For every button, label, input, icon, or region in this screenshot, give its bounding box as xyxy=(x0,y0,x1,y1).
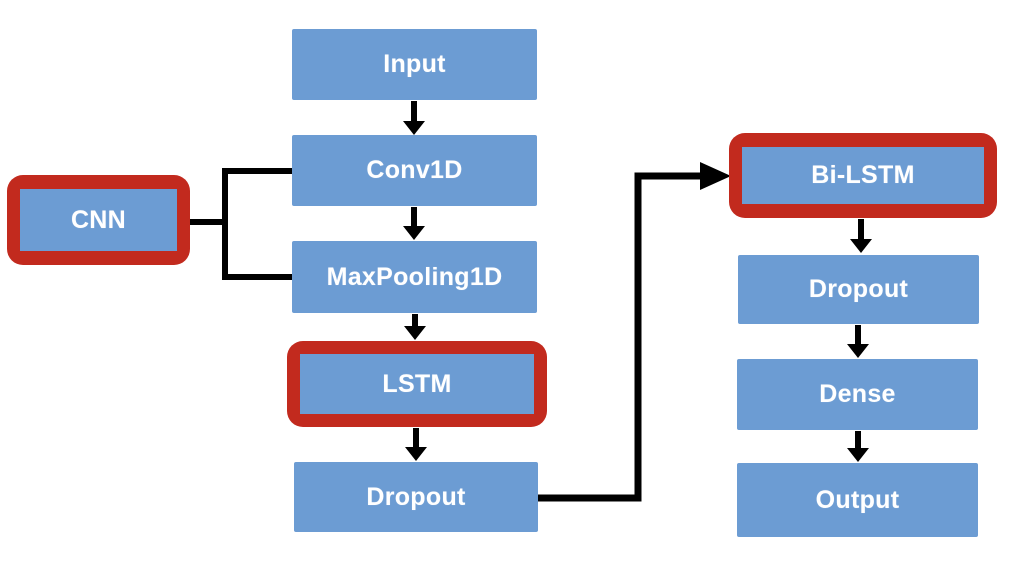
arrowhead-dense-output-icon xyxy=(847,448,869,462)
node-output: Output xyxy=(737,463,978,537)
node-input: Input xyxy=(292,29,537,100)
node-dropout-middle: Dropout xyxy=(294,462,538,532)
highlight-frame-lstm: LSTM xyxy=(287,341,547,427)
arrowhead-bilstm-dropout-icon xyxy=(850,239,872,253)
arrowhead-maxpooling-lstm-icon xyxy=(404,326,426,340)
node-bilstm: Bi-LSTM xyxy=(742,147,984,204)
arrowhead-input-conv1d-icon xyxy=(403,121,425,135)
arrowhead-conv1d-maxpooling-icon xyxy=(403,226,425,240)
node-dense: Dense xyxy=(737,359,978,430)
arrowhead-lstm-dropout-icon xyxy=(405,447,427,461)
node-maxpooling1d: MaxPooling1D xyxy=(292,241,537,313)
node-cnn: CNN xyxy=(20,189,177,251)
node-conv1d: Conv1D xyxy=(292,135,537,206)
edge-cnn-bracket xyxy=(222,168,292,280)
highlight-frame-cnn: CNN xyxy=(7,175,190,265)
node-dropout-right: Dropout xyxy=(738,255,979,324)
arrowhead-dropout-dense-icon xyxy=(847,344,869,358)
highlight-frame-bilstm: Bi-LSTM xyxy=(729,133,997,218)
arrowhead-dropout-bilstm-icon xyxy=(700,162,731,190)
edge-dropout-bilstm xyxy=(538,172,701,502)
node-lstm: LSTM xyxy=(300,354,534,414)
